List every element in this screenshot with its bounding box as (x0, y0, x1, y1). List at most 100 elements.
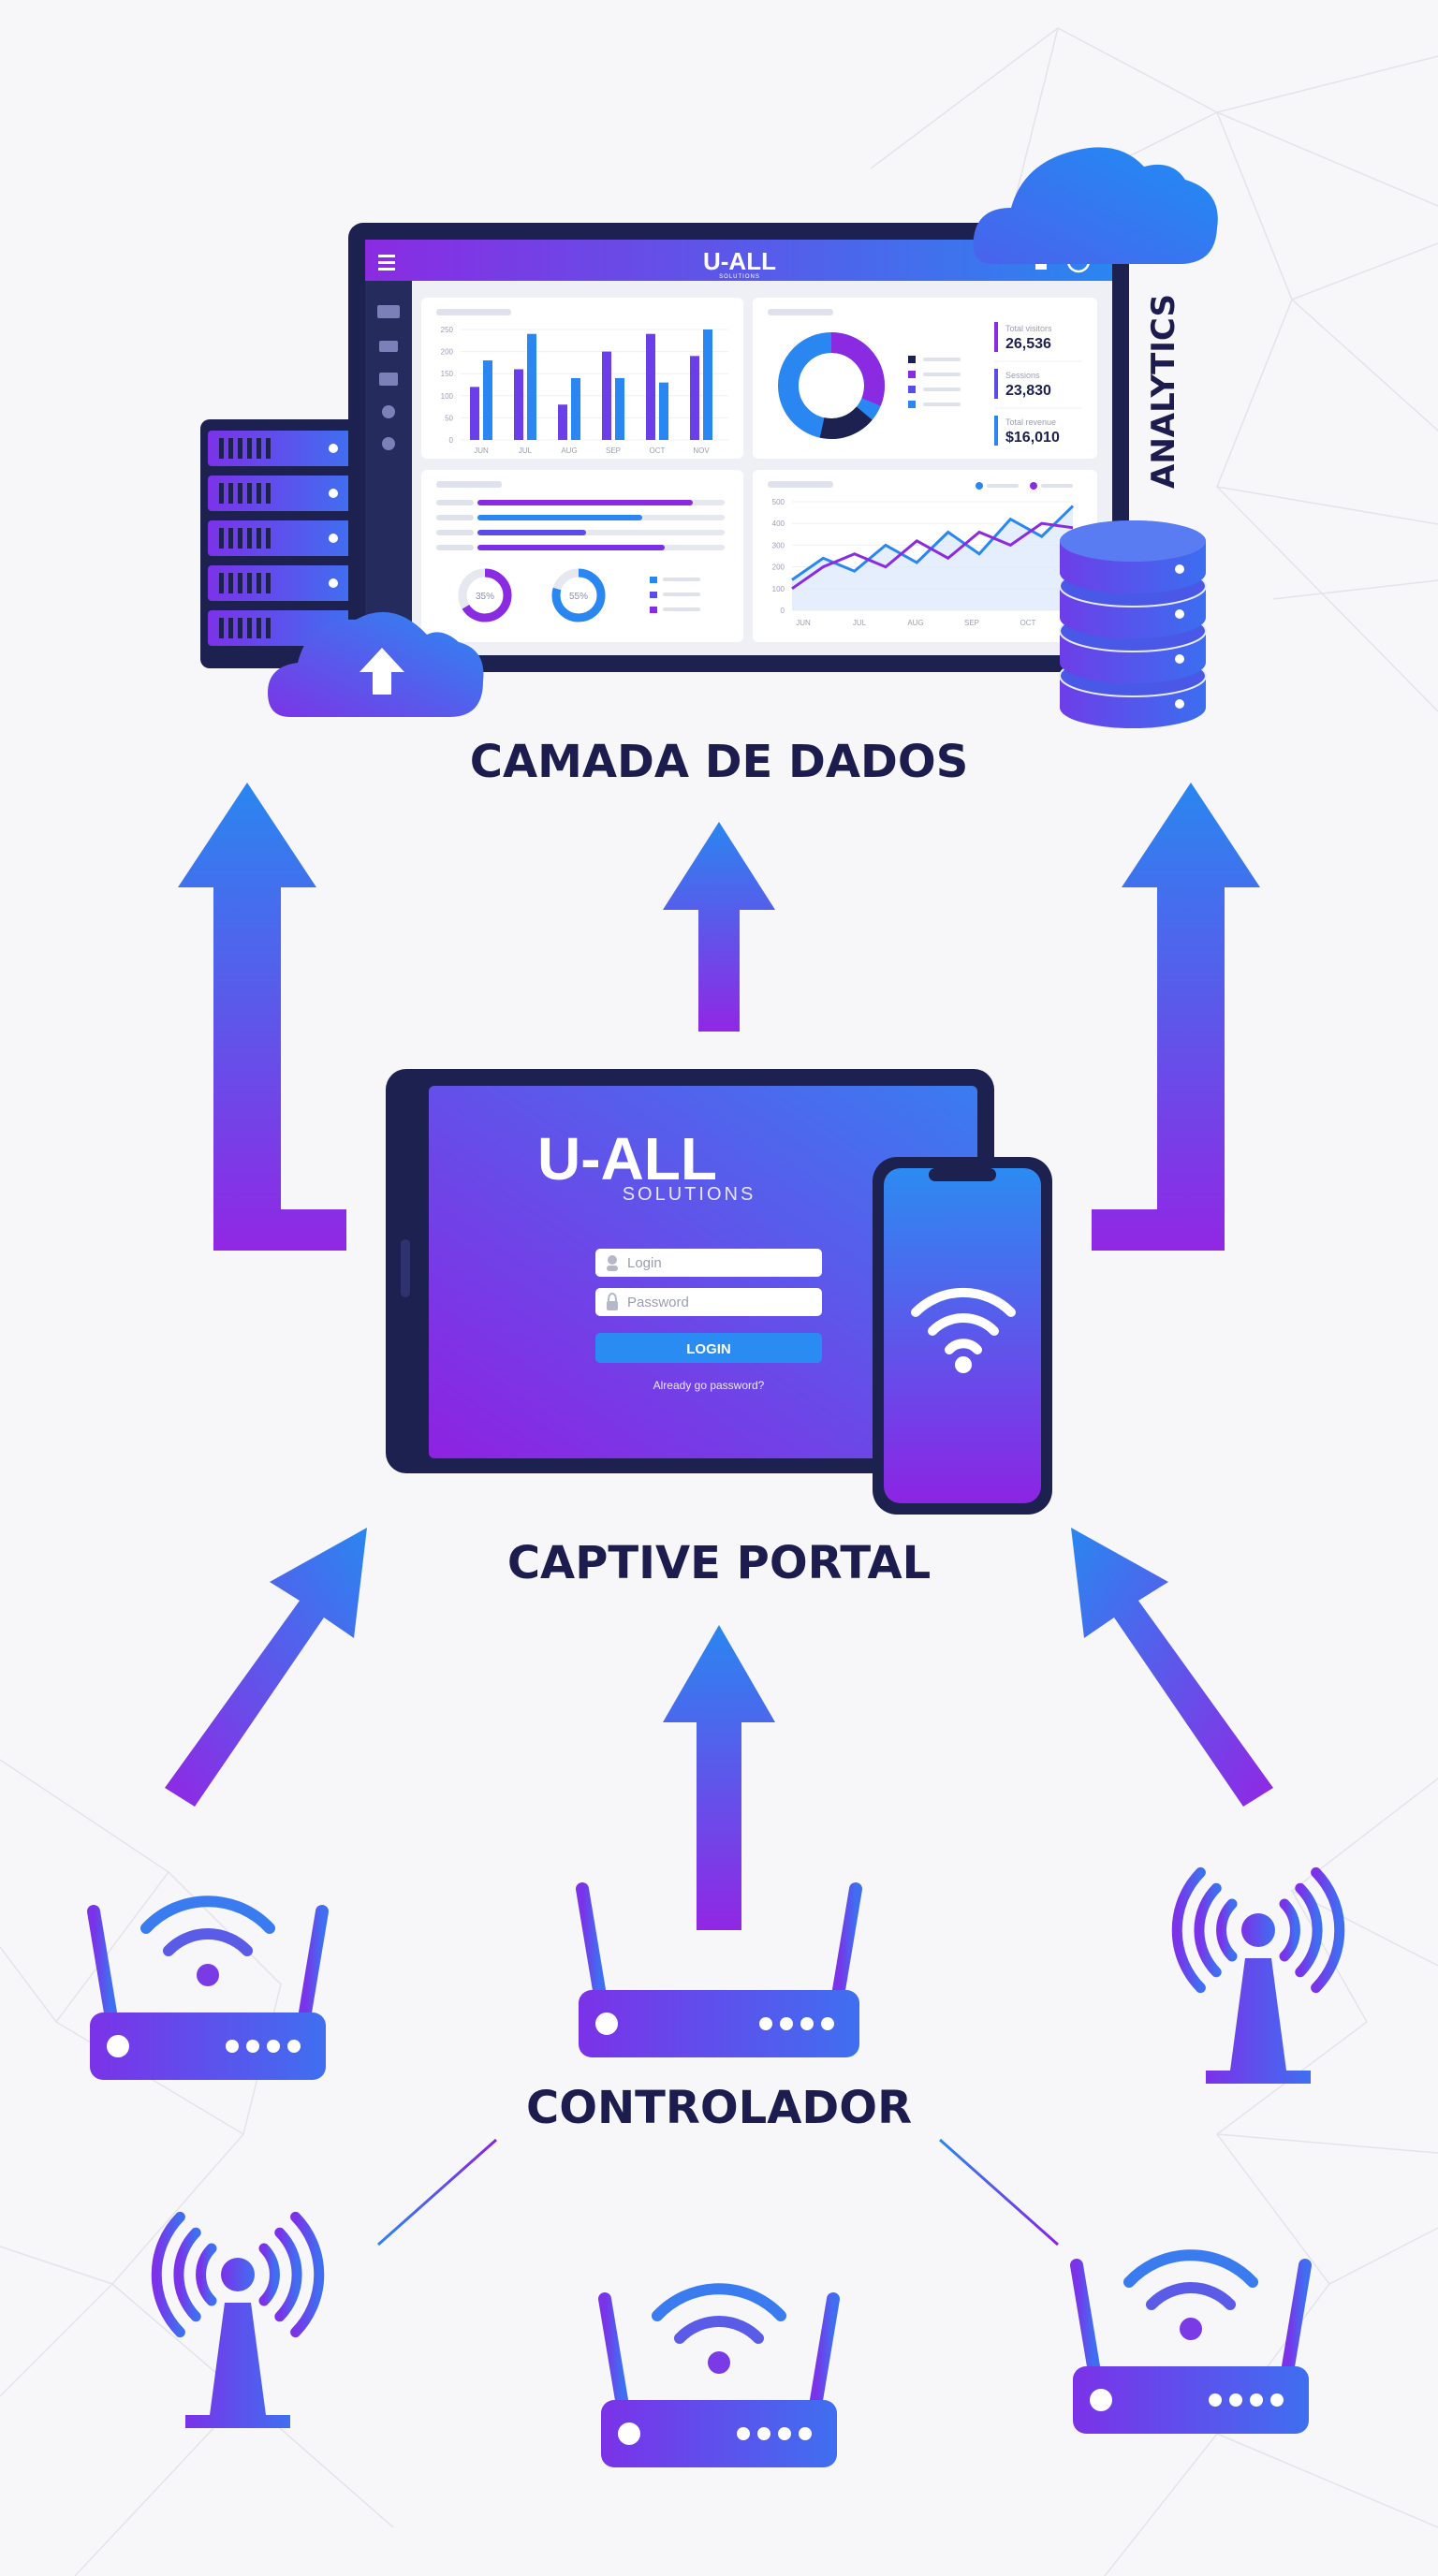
controller-label: CONTROLADOR (526, 2082, 912, 2134)
wifi-icon (911, 1287, 1016, 1354)
line-tick-label: 200 (772, 564, 785, 572)
access-points (87, 1866, 1345, 2467)
dashboard-logo-sub: SOLUTIONS (719, 274, 760, 280)
line-tick-label: 0 (781, 607, 785, 615)
stat-label: Sessions (1005, 371, 1040, 380)
server-unit (208, 476, 352, 511)
bar-category-label: NOV (693, 446, 710, 455)
stat-item: Sessions 23,830 (994, 369, 1082, 409)
bar (690, 356, 699, 440)
login-input[interactable]: Login (595, 1249, 822, 1277)
login-placeholder: Login (627, 1255, 662, 1271)
bar-tick-label: 200 (441, 348, 454, 357)
bar-category-label: SEP (606, 446, 621, 455)
bar-tick-label: 150 (441, 370, 454, 378)
arrow-controller-to-portal-right (1071, 1528, 1273, 1807)
login-button-label: LOGIN (686, 1341, 731, 1357)
line-category-label: SEP (964, 619, 979, 627)
connection-lines (360, 2020, 1144, 2247)
arrow-portal-to-data-right (1092, 783, 1260, 1251)
portal-logo-sub: SOLUTIONS (623, 1184, 756, 1205)
progress-panel (421, 470, 743, 642)
line-tick-label: 100 (772, 585, 785, 593)
bar (483, 360, 492, 440)
bar-category-label: JUL (519, 446, 533, 455)
wifi-signal-icon (652, 2283, 786, 2344)
server-unit (208, 565, 352, 601)
arrow-controller-to-portal-left (165, 1528, 367, 1807)
password-input[interactable]: Password (595, 1288, 822, 1316)
wifi-signal-icon (1123, 2249, 1258, 2310)
cloud-upload-icon (268, 611, 484, 717)
sidebar-dashboard-icon[interactable] (377, 305, 400, 318)
sidebar-chart-icon[interactable] (379, 341, 398, 352)
small-donut-1-label: 35% (476, 592, 494, 602)
stat-value: 26,536 (1005, 336, 1051, 352)
portal-logo: U-ALL (537, 1125, 717, 1193)
router-controller (576, 1882, 862, 2057)
bar-category-label: JUN (474, 446, 489, 455)
router-bottom-center (598, 2283, 840, 2467)
bar (571, 377, 580, 440)
bar-tick-label: 0 (449, 436, 454, 445)
line-category-label: JUL (853, 619, 867, 627)
forgot-password-link[interactable]: Already go password? (653, 1379, 765, 1392)
bar-tick-label: 250 (441, 326, 454, 334)
bar (470, 387, 479, 440)
stats-list: Total visitors26,536Sessions23,830Total … (994, 322, 1082, 446)
antenna-bottom-left (151, 2211, 325, 2428)
stat-value: $16,010 (1005, 430, 1060, 446)
line-category-label: OCT (1020, 619, 1036, 627)
analytics-label: ANALYTICS (1145, 294, 1182, 489)
bar (703, 329, 712, 440)
line-category-label: AUG (907, 619, 923, 627)
line-tick-label: 300 (772, 541, 785, 549)
tablet-device: U-ALL SOLUTIONS Login Password LOGIN Alr… (386, 1069, 994, 1473)
bar (615, 377, 624, 440)
stat-label: Total visitors (1005, 324, 1052, 333)
database-icon (1059, 520, 1207, 728)
password-placeholder: Password (627, 1295, 689, 1310)
bar (527, 333, 536, 440)
server-unit (208, 520, 352, 556)
stat-label: Total revenue (1005, 417, 1056, 427)
small-donut-1: 35% (458, 568, 512, 622)
arrow-controller-to-portal-center (663, 1625, 775, 1930)
antenna-top-right (1171, 1866, 1345, 2084)
dashboard-sidebar (365, 281, 412, 655)
bar (646, 333, 655, 440)
arrow-portal-to-data-left (178, 783, 346, 1251)
wifi-signal-icon (140, 1895, 275, 1956)
router-bottom-right (1070, 2249, 1312, 2434)
bar (514, 369, 523, 440)
menu-icon[interactable] (378, 255, 395, 271)
smartphone-device (873, 1157, 1052, 1515)
login-button[interactable]: LOGIN (595, 1333, 822, 1363)
bar (558, 404, 567, 440)
bar-tick-label: 100 (441, 392, 454, 401)
donut-chart (778, 332, 885, 439)
router-top-left (87, 1895, 329, 2080)
sidebar-users-icon[interactable] (382, 405, 395, 418)
sidebar-monitor-icon[interactable] (379, 373, 398, 386)
arrow-portal-to-data-center (663, 822, 775, 1032)
bar-tick-label: 50 (445, 414, 453, 422)
server-unit (208, 431, 352, 466)
bar (602, 351, 611, 440)
sidebar-settings-icon[interactable] (382, 437, 395, 450)
dashboard-logo: U-ALL (703, 247, 776, 275)
line-tick-label: 400 (772, 520, 785, 528)
stat-value: 23,830 (1005, 383, 1051, 399)
cloud-icon (973, 147, 1218, 264)
line-series-purple (791, 521, 1074, 591)
stat-item: Total visitors 26,536 (994, 322, 1082, 362)
line-tick-label: 500 (772, 498, 785, 506)
line-area (792, 505, 1073, 610)
bar (659, 382, 668, 440)
small-donut-2: 55% (551, 568, 606, 622)
small-donut-2-label: 55% (569, 592, 588, 602)
